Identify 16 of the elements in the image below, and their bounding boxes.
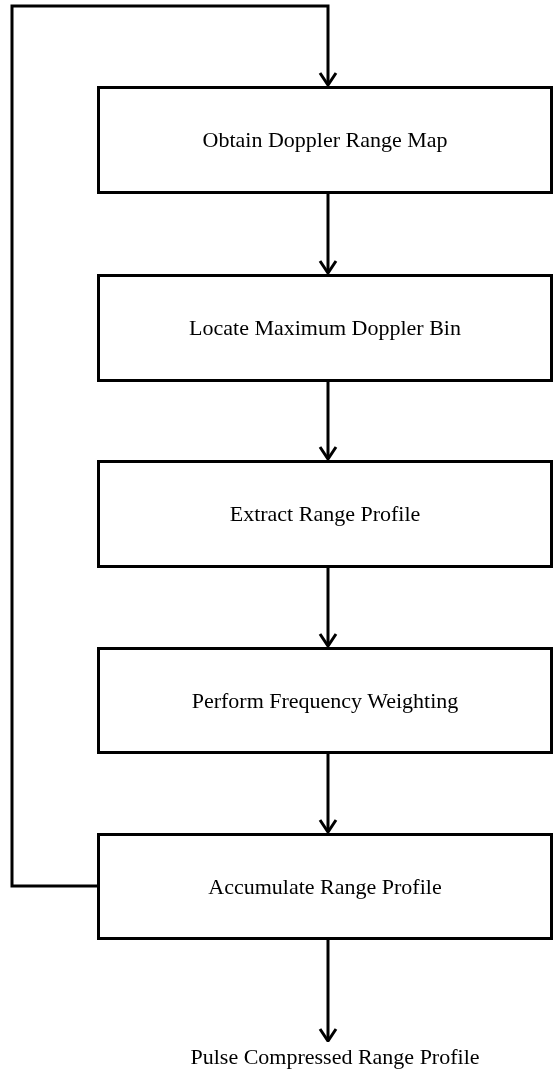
output-label: Pulse Compressed Range Profile [190, 1044, 480, 1070]
arrow [318, 382, 338, 461]
process-box [97, 86, 553, 194]
arrow [318, 940, 338, 1043]
arrow [318, 194, 338, 275]
step-label: Extract Range Profile [229, 501, 421, 527]
step-label: Obtain Doppler Range Map [202, 127, 448, 153]
arrow [318, 754, 338, 834]
process-box [97, 460, 553, 568]
process-box [97, 833, 553, 940]
process-box [97, 647, 553, 754]
step-label: Accumulate Range Profile [208, 873, 442, 900]
process-box [97, 274, 553, 382]
step-label: Locate Maximum Doppler Bin [189, 315, 461, 341]
step-label: Perform Frequency Weighting [191, 687, 459, 714]
arrow [318, 568, 338, 648]
